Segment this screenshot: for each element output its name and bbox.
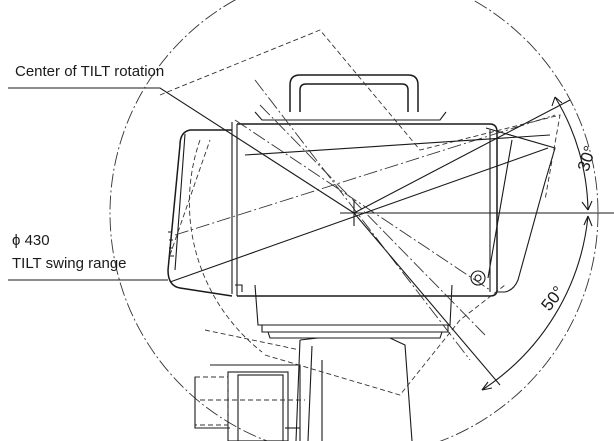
camera-yoke xyxy=(254,284,453,339)
lower-extension-line xyxy=(353,212,501,386)
tilted-camera-outline xyxy=(159,29,561,396)
center-diagonal-line xyxy=(244,134,551,156)
center-leader-line xyxy=(8,87,355,214)
swing-range-label: TILT swing range xyxy=(12,255,127,272)
camera-handle xyxy=(254,74,447,121)
diameter-label: ϕ 430 xyxy=(12,232,50,249)
upper-extension-line xyxy=(353,99,571,214)
inner-swing-arc xyxy=(188,139,263,353)
camera-base xyxy=(194,337,413,441)
angle-50-dimension xyxy=(481,215,593,391)
lower-diagonal-line xyxy=(169,147,549,283)
center-of-tilt-label: Center of TILT rotation xyxy=(15,63,165,80)
construction-lines xyxy=(174,79,556,361)
camera-body xyxy=(167,122,556,297)
angle-30-dimension xyxy=(551,96,593,211)
